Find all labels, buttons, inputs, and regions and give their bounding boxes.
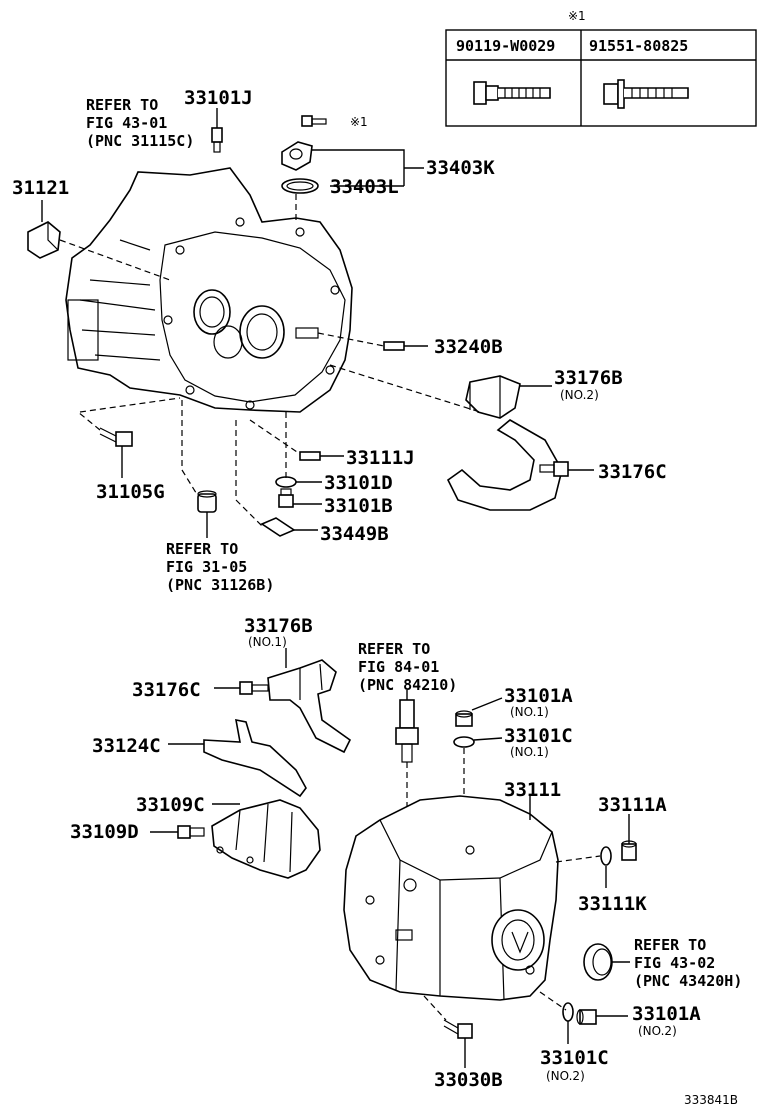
refer-to-1: REFER TO [86,96,158,114]
transaxle-case-drawing [343,795,559,1001]
sensor-84210-icon [395,699,419,763]
bolt-33109D-icon [177,825,205,839]
label-33101C-top-sub: (NO.1) [510,745,549,759]
bolt-33030B-icon [443,1019,473,1039]
gasket-33111K-icon [600,846,612,866]
cover-33403K-icon [281,141,313,171]
ref-fig-31-05: FIG 31-05 [166,558,247,576]
label-33101B: 33101B [324,495,393,517]
label-33176C-mid: 33176C [132,679,201,701]
bolt-33176C-mid-icon [239,681,269,695]
plate-33124C-icon [203,718,307,798]
flange-bolt-icon [603,79,689,109]
oring-33403L-icon [281,178,319,194]
label-33111: 33111 [504,779,561,801]
magnet-33449B-icon [260,517,296,537]
plug-33101J-icon [211,127,223,153]
label-33124C: 33124C [92,735,161,757]
bolt-33176C-top-icon [539,461,569,477]
gasket-33101C-no1-icon [453,736,475,748]
part-31121-icon [27,221,61,259]
label-33111K: 33111K [578,893,647,915]
ref-pnc-31115C: (PNC 31115C) [86,132,194,150]
table-note-mark: ※1 [568,9,586,23]
cover-33109C-icon [211,799,321,879]
refer-to-3: REFER TO [358,640,430,658]
label-33176B-top: 33176B [554,367,623,389]
label-33176B-mid-sub: (NO.1) [248,635,287,649]
label-33101A-top-sub: (NO.1) [510,705,549,719]
table-col1-label: 90119-W0029 [456,37,555,55]
refer-to-4: REFER TO [634,936,706,954]
label-33101D: 33101D [324,472,393,494]
gasket-33101C-no2-icon [562,1002,574,1022]
ref-fig-43-01: FIG 43-01 [86,114,167,132]
protector-33176B-no1-icon [267,659,352,754]
label-33109C: 33109C [136,794,205,816]
refer-to-2: REFER TO [166,540,238,558]
label-33030B: 33030B [434,1069,503,1091]
pin-33240B-icon [383,341,405,351]
label-33101C-top: 33101C [504,725,573,747]
ref-fig-84-01: FIG 84-01 [358,658,439,676]
ref-pnc-31126B: (PNC 31126B) [166,576,274,594]
protector-33176B-no2-icon [446,375,563,511]
pin-33111J-icon [299,451,321,461]
label-33101J: 33101J [184,87,253,109]
label-33240B: 33240B [434,336,503,358]
label-33101A-top: 33101A [504,685,573,707]
table-border [445,29,757,127]
label-33101A-bot-sub: (NO.2) [638,1024,677,1038]
bolt-icon [473,81,551,105]
label-31121: 31121 [12,177,69,199]
label-33176B-mid: 33176B [244,615,313,637]
oil-seal-43420H-icon [583,943,613,981]
bushing-31126B-icon [197,490,217,513]
plug-33101A-no2-icon [576,1009,597,1025]
clutch-housing-drawing [65,167,353,413]
label-33101C-bot: 33101C [540,1047,609,1069]
label-33111J: 33111J [346,447,415,469]
label-33101C-bot-sub: (NO.2) [546,1069,585,1083]
label-33176C-top: 33176C [598,461,667,483]
label-33101A-bot: 33101A [632,1003,701,1025]
note-mark-bolt: ※1 [350,115,368,129]
ref-pnc-43420H: (PNC 43420H) [634,972,742,990]
label-31105G: 31105G [96,481,165,503]
table-col2-label: 91551-80825 [589,37,688,55]
label-33403L: 33403L [330,176,399,198]
label-33109D: 33109D [70,821,139,843]
diagram-id: 333841B [684,1093,738,1107]
fastener-table: ※1 90119-W0029 91551-80825 [445,9,757,127]
ref-pnc-84210: (PNC 84210) [358,676,457,694]
label-33111A: 33111A [598,794,667,816]
label-33403K: 33403K [426,157,495,179]
plug-33101B-icon [278,488,294,508]
plug-33101A-no1-icon [455,710,473,727]
label-33449B: 33449B [320,523,389,545]
ref-fig-43-02: FIG 43-02 [634,954,715,972]
label-33176B-top-sub: (NO.2) [560,388,599,402]
gasket-33101D-icon [275,476,297,488]
bolt-31105G-icon [99,427,133,447]
bolt-small-icon [301,115,327,127]
